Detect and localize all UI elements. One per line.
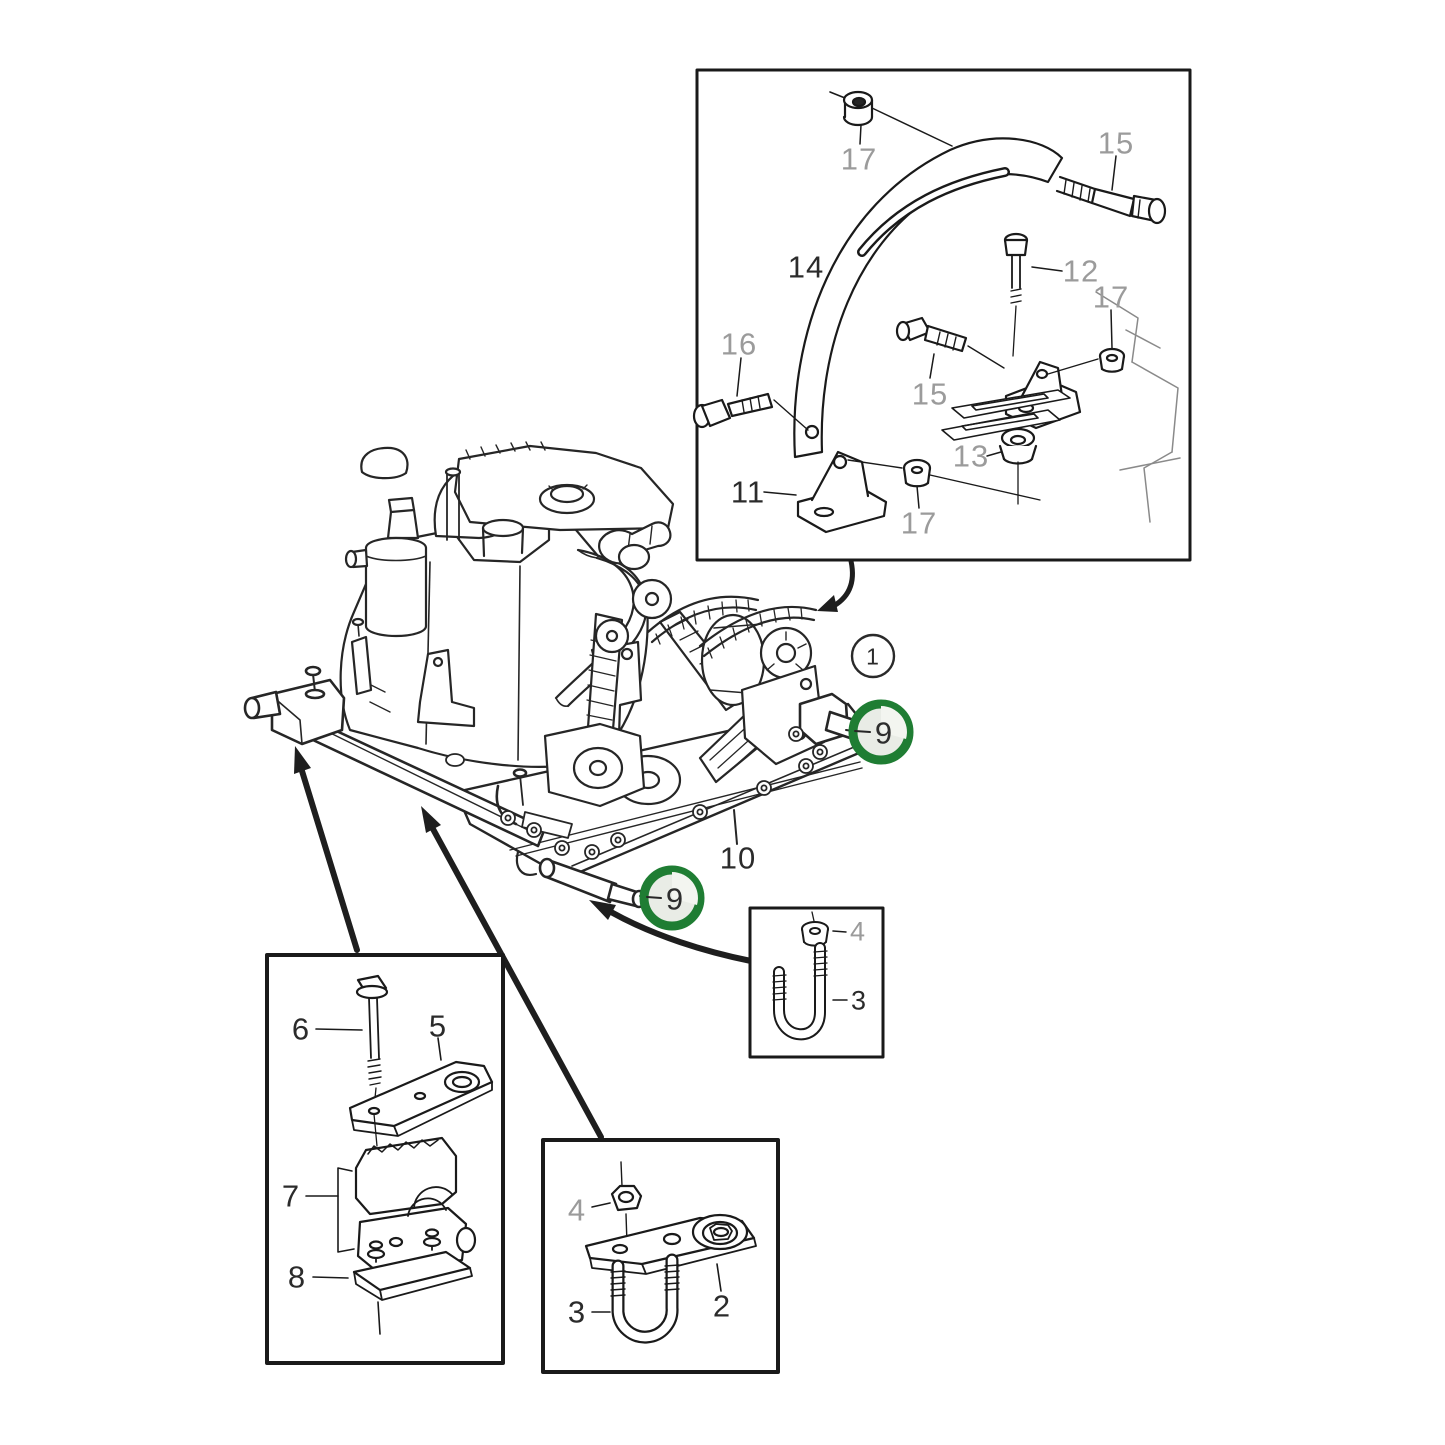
frame-label-leader xyxy=(733,809,738,845)
slotted-shim-plates xyxy=(941,389,1071,441)
inset-box-bottom-left xyxy=(265,953,505,1365)
part-label-11: 11 xyxy=(730,474,766,510)
mounting-frame xyxy=(243,665,866,909)
part-label-17: 17 xyxy=(840,141,878,177)
part-label-6: 6 xyxy=(291,1011,311,1047)
part-2-bracket xyxy=(584,1213,757,1292)
part-label-7: 7 xyxy=(281,1178,301,1214)
part-3-j-bolt-small xyxy=(772,942,848,1041)
ghost-engine-outline xyxy=(1095,291,1181,523)
arrow-bottom-middle-inset-to-frame xyxy=(421,806,604,1140)
part-6-bolt xyxy=(315,974,389,1109)
part-12-bolt xyxy=(1003,232,1063,357)
part-label-12: 12 xyxy=(1062,253,1100,289)
part-label-17: 17 xyxy=(1092,279,1130,315)
part-label-17: 17 xyxy=(900,505,938,541)
part-label-13: 13 xyxy=(952,438,990,474)
part-label-2: 2 xyxy=(712,1288,732,1324)
inset-box-bottom-middle xyxy=(541,1138,780,1374)
part-15-bolt-top xyxy=(1055,155,1167,225)
engine-illustration xyxy=(339,441,826,808)
reference-arrows xyxy=(294,558,855,1140)
part-label-10: 10 xyxy=(719,840,757,876)
part-5-plate xyxy=(348,1037,494,1147)
part-17-nut-top xyxy=(829,90,953,147)
part-label-4: 4 xyxy=(567,1192,587,1228)
inset-box-u-bolt xyxy=(748,906,885,1059)
part-15-bolt-middle xyxy=(895,316,1005,379)
arrow-top-inset-to-engine xyxy=(817,558,855,612)
inset-box-top-right xyxy=(692,68,1192,562)
part-4-nut xyxy=(591,1161,643,1245)
arrow-ubolt-inset-to-frame xyxy=(589,900,754,964)
part-11-bracket xyxy=(763,450,903,534)
part-17-nut-right xyxy=(1098,309,1126,373)
part-8-base-plate xyxy=(312,1228,473,1335)
green-marker-label: 9 xyxy=(874,715,894,751)
part-label-3: 3 xyxy=(850,985,868,1016)
part-label-15: 15 xyxy=(1097,125,1135,161)
part-13-flange-nut xyxy=(986,427,1038,505)
part-3-u-bolt xyxy=(591,1253,680,1344)
part-16-bolt xyxy=(692,357,809,431)
green-marker-label: 9 xyxy=(665,881,685,917)
part-14-curved-arm xyxy=(793,137,1064,459)
part-4-flange-nut-small xyxy=(801,911,847,947)
part-17-nut-bottom xyxy=(902,458,1041,509)
part-label-8: 8 xyxy=(287,1259,307,1295)
part-label-5: 5 xyxy=(428,1008,448,1044)
part-label-3: 3 xyxy=(567,1294,587,1330)
part-label-14: 14 xyxy=(787,249,825,285)
arrow-bottom-left-inset-to-frame xyxy=(294,746,360,953)
assembly-callout-circle xyxy=(850,633,896,679)
assembly-callout-label: 1 xyxy=(866,643,880,670)
part-label-16: 16 xyxy=(720,326,758,362)
part-label-15: 15 xyxy=(911,376,949,412)
part-label-4: 4 xyxy=(849,916,867,947)
callout-markers xyxy=(639,633,914,931)
